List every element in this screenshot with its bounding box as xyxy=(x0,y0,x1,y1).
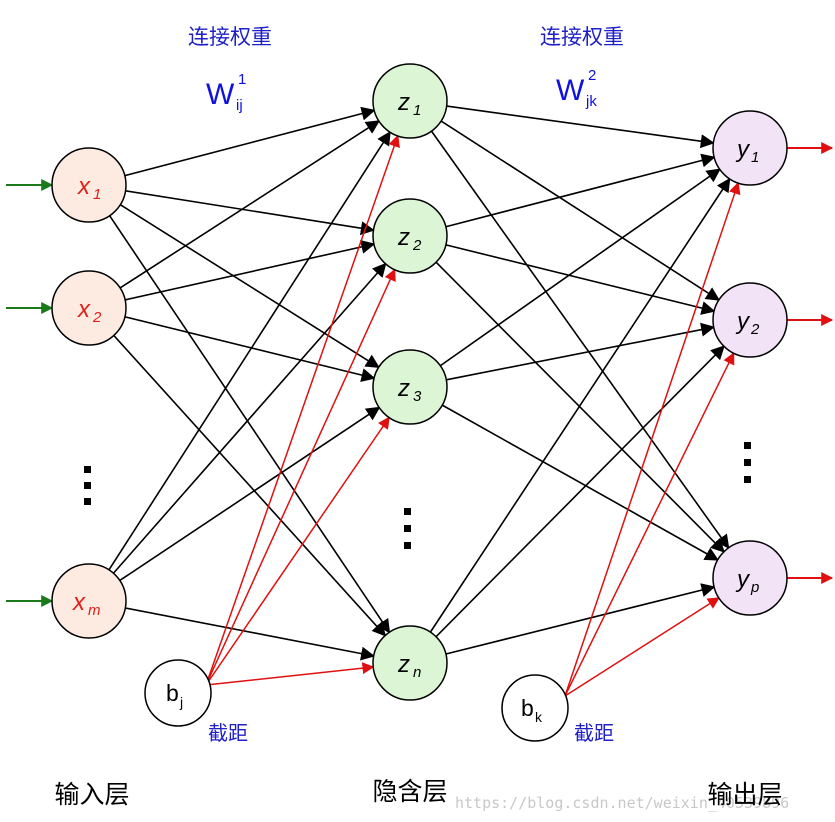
hidden-ellipsis xyxy=(404,508,411,549)
edge-input-0-hidden-2 xyxy=(119,204,380,369)
layer-label-input: 输入层 xyxy=(54,780,129,809)
weight-symbol-w2: W 2 jk xyxy=(556,67,597,110)
svg-text:1: 1 xyxy=(413,102,421,119)
bias-edge-bj-hidden-0 xyxy=(205,134,400,686)
output-node-y1: y 1 xyxy=(712,110,788,186)
bias-label-right: 截距 xyxy=(574,721,614,745)
svg-text:k: k xyxy=(535,709,543,725)
bias-edge-bk-output-2 xyxy=(564,597,720,697)
edge-input-2-hidden-1 xyxy=(112,262,387,574)
svg-text:b: b xyxy=(166,680,179,706)
svg-text:p: p xyxy=(750,579,759,596)
edge-hidden-2-output-1 xyxy=(446,322,716,381)
bias-node-bk: b k xyxy=(501,674,569,742)
edge-hidden-1-output-1 xyxy=(445,244,716,315)
hidden-node-z2: z 2 xyxy=(372,198,448,274)
edge-hidden-1-output-2 xyxy=(435,261,725,553)
weight-symbol-w1: W 1 ij xyxy=(206,71,246,114)
hidden-node-zn: z n xyxy=(372,625,448,701)
edge-hidden-0-output-0 xyxy=(446,105,715,149)
edge-input-2-hidden-3 xyxy=(125,607,376,661)
edge-input-0-hidden-0 xyxy=(124,106,376,177)
edge-input-0-hidden-1 xyxy=(125,190,375,236)
watermark: https://blog.csdn.net/weixin_40539896 xyxy=(455,794,789,812)
svg-text:W: W xyxy=(556,74,585,107)
svg-text:z: z xyxy=(397,651,410,678)
edge-input-1-hidden-2 xyxy=(124,316,376,382)
hidden-node-z1: z 1 xyxy=(372,63,448,139)
layer-label-hidden: 隐含层 xyxy=(372,777,447,806)
svg-text:x: x xyxy=(72,589,86,616)
svg-text:b: b xyxy=(521,695,534,721)
bias-label-left: 截距 xyxy=(208,721,248,745)
hidden-node-z3: z 3 xyxy=(372,349,448,425)
svg-text:2: 2 xyxy=(412,237,422,254)
bias-node-bj: b j xyxy=(144,659,212,727)
output-node-y2: y 2 xyxy=(712,282,788,358)
edge-hidden-1-output-0 xyxy=(445,153,716,228)
edge-hidden-3-output-2 xyxy=(445,583,716,655)
weights-label-left: 连接权重 xyxy=(188,25,272,49)
weights-label-right: 连接权重 xyxy=(540,25,624,49)
svg-text:1: 1 xyxy=(93,186,101,203)
edge-input-0-hidden-3 xyxy=(108,215,391,634)
svg-text:ij: ij xyxy=(236,97,243,114)
edge-hidden-3-output-0 xyxy=(429,177,731,633)
edge-input-2-hidden-0 xyxy=(108,130,391,571)
input-node-x1: x 1 xyxy=(51,147,127,223)
svg-text:2: 2 xyxy=(92,309,102,326)
layer-label-output: 输出层 xyxy=(707,780,782,809)
bias-edge-bk-output-0 xyxy=(564,181,741,697)
svg-text:y: y xyxy=(735,308,751,335)
svg-text:z: z xyxy=(397,89,410,116)
weight-edges xyxy=(108,105,731,661)
svg-text:j: j xyxy=(179,694,183,710)
bias-edge-bk-output-1 xyxy=(564,352,735,697)
svg-text:z: z xyxy=(397,224,410,251)
svg-text:1: 1 xyxy=(751,149,759,166)
edge-input-1-hidden-0 xyxy=(119,120,381,289)
svg-text:2: 2 xyxy=(588,67,596,84)
bias-edge-bj-hidden-3 xyxy=(205,662,375,686)
svg-text:m: m xyxy=(88,602,101,619)
input-node-xm: x m xyxy=(51,563,127,639)
svg-text:1: 1 xyxy=(238,71,246,88)
bias-edges xyxy=(205,134,741,697)
edge-hidden-2-output-0 xyxy=(439,168,721,367)
bias-edge-bj-hidden-1 xyxy=(205,268,396,686)
svg-text:y: y xyxy=(735,566,751,593)
svg-text:z: z xyxy=(397,375,410,402)
io-arrows xyxy=(6,142,834,607)
bias-edge-bj-hidden-2 xyxy=(205,416,390,686)
edge-hidden-0-output-1 xyxy=(440,120,721,301)
svg-text:2: 2 xyxy=(750,321,760,338)
output-ellipsis xyxy=(744,442,751,483)
input-ellipsis xyxy=(84,466,91,505)
svg-text:3: 3 xyxy=(413,388,422,405)
edge-hidden-0-output-2 xyxy=(430,130,730,550)
svg-text:x: x xyxy=(77,173,91,200)
edge-input-2-hidden-2 xyxy=(119,406,381,582)
svg-text:W: W xyxy=(206,78,235,111)
svg-text:n: n xyxy=(413,664,421,681)
output-node-yp: y p xyxy=(712,540,788,616)
edge-input-1-hidden-1 xyxy=(124,240,376,301)
edge-hidden-3-output-1 xyxy=(435,345,725,638)
svg-text:jk: jk xyxy=(585,93,597,110)
svg-text:x: x xyxy=(77,296,91,323)
svg-text:y: y xyxy=(735,136,751,163)
edge-hidden-2-output-2 xyxy=(441,404,719,561)
edge-input-1-hidden-3 xyxy=(113,334,387,637)
input-node-x2: x 2 xyxy=(51,270,127,346)
